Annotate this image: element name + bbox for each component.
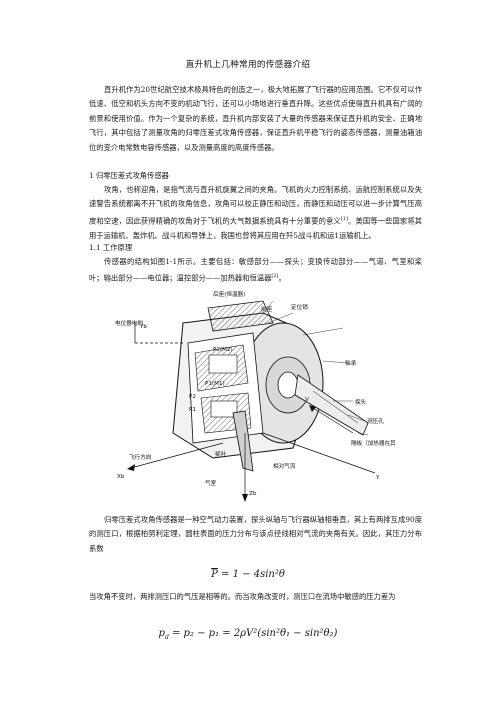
label-xb-axis: Xb bbox=[117, 474, 125, 480]
label-pressure-port: 测压孔 bbox=[367, 417, 384, 425]
label-probe: 探头 bbox=[355, 398, 367, 406]
section-1-1-paragraph: 传感器的结构如图1-1所示。主要包括：敏感部分——探头；变换传动部分——气道、气… bbox=[89, 255, 422, 286]
formula-pressure-coefficient: P = 1 − 4sin²θ bbox=[0, 569, 496, 580]
label-p2m2: P2(M2) bbox=[213, 347, 233, 353]
formula-1-lhs: P bbox=[211, 569, 218, 580]
label-flight-direction: 飞行方向 bbox=[129, 453, 152, 461]
section-1-1-end: 。 bbox=[278, 273, 286, 283]
label-vane: 桨叶 bbox=[215, 450, 227, 458]
label-v: V bbox=[305, 397, 309, 403]
section-1-text-cont: 。美国等一些国家将其用于运输机、轰炸机、战斗机和导弹上，我国也曾将其应用在歼5战… bbox=[89, 216, 423, 240]
section-1-1-heading: 1.1 工作原理 bbox=[89, 243, 133, 252]
formula-2-rhs: = p₂ − p₁ = 2ρV²(sin²θ₁ − sin²θ₂) bbox=[171, 628, 338, 639]
formula-2-lhs-sub: d bbox=[164, 634, 169, 641]
section-1-heading: 1 归零压差式攻角传感器 bbox=[89, 171, 169, 180]
label-relative-flow: 相对气流 bbox=[273, 462, 296, 470]
label-y-axis: Y bbox=[375, 475, 380, 481]
after-formula-paragraph: 当攻角不变时，两排测压口的气压是相等的。而当攻角改变时，测压口在流场中敏感的压力… bbox=[89, 592, 396, 601]
label-potentiometer: 电位器电刷 bbox=[115, 319, 143, 327]
document-title: 直升机上几种常用的传感器介绍 bbox=[185, 60, 311, 70]
label-p1: P1 bbox=[189, 407, 196, 413]
label-front-seat: 前座 bbox=[261, 305, 273, 313]
label-slot: 隔板（加热器在其前部） bbox=[351, 439, 395, 447]
label-p2: P2 bbox=[189, 394, 196, 400]
citation-2: [2] bbox=[271, 273, 279, 280]
label-positioning-pin: 定位销 bbox=[291, 303, 308, 311]
intro-paragraph: 直升机作为20世纪航空技术极具特色的创造之一，极大地拓展了飞行器的应用范围。它不… bbox=[89, 85, 422, 152]
sensor-structure-drawing: 后座(恒温器) 前座 定位销 电位器电刷 Yb P2(M2) P1(M1) P2… bbox=[115, 290, 395, 502]
label-yb-axis: Yb bbox=[139, 324, 147, 330]
label-p1m1: P1(M1) bbox=[205, 381, 225, 387]
label-air-chamber: 气室 bbox=[205, 479, 217, 487]
citation-1: [1] bbox=[340, 215, 348, 222]
formula-2-lhs: p bbox=[158, 628, 165, 639]
section-1-1-text: 传感器的结构如图1-1所示。主要包括：敏感部分——探头；变换传动部分——气道、气… bbox=[89, 257, 422, 283]
label-bearing: 轴承 bbox=[345, 359, 357, 367]
label-rear-seat: 后座(恒温器) bbox=[213, 290, 245, 298]
figure-1-1-sensor-diagram: 后座(恒温器) 前座 定位销 电位器电刷 Yb P2(M2) P1(M1) P2… bbox=[113, 283, 395, 505]
label-zb-axis: Zb bbox=[249, 491, 257, 497]
formula-1-rhs: = 1 − 4sin²θ bbox=[221, 569, 285, 580]
section-1-paragraph: 攻角，也称迎角，是指气流与直升机旋翼之间的夹角。飞机的火力控制系统、运航控制系统… bbox=[89, 183, 422, 243]
formula-pressure-difference: pd = p₂ − p₁ = 2ρV²(sin²θ₁ − sin²θ₂) bbox=[0, 628, 496, 641]
section-1-text: 攻角，也称迎角，是指气流与直升机旋翼之间的夹角。飞机的火力控制系统、运航控制系统… bbox=[89, 185, 422, 226]
after-figure-paragraph: 归零压差式攻角传感器是一种空气动力装置，探头纵轴与飞行器纵轴相垂直，其上有两排互… bbox=[89, 515, 422, 553]
